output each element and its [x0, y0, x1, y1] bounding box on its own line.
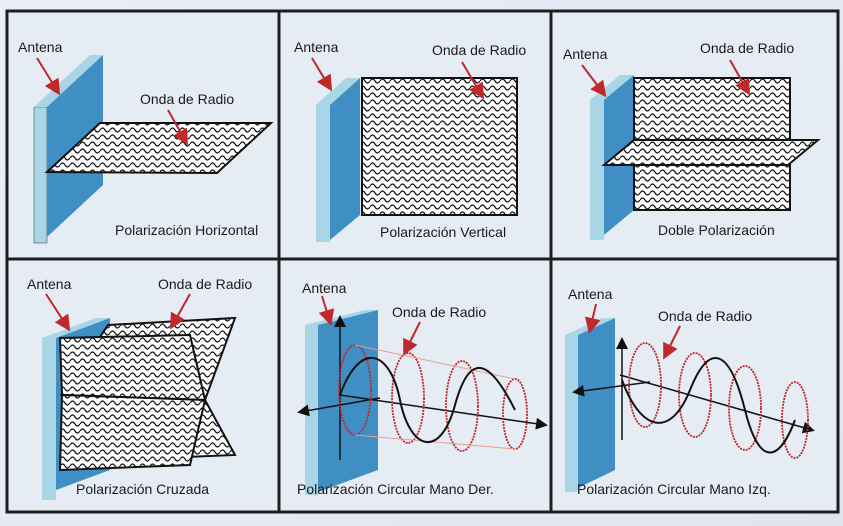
antenna-label: Antena — [568, 286, 613, 302]
wave-label: Onda de Radio — [658, 308, 753, 324]
wave-label: Onda de Radio — [432, 42, 527, 58]
wave-label: Onda de Radio — [392, 304, 487, 320]
antenna-label: Antena — [27, 276, 72, 292]
panel-title: Polarización Vertical — [380, 224, 507, 240]
panel-title: Polarización Circular Mano Izq. — [577, 481, 771, 497]
wave-label: Onda de Radio — [158, 276, 253, 292]
antenna-label: Antena — [18, 39, 63, 55]
antenna-label: Antena — [294, 39, 339, 55]
antenna-label: Antena — [302, 280, 347, 296]
panel-horizontal-graphic — [33, 55, 274, 244]
wave-label: Onda de Radio — [140, 91, 235, 107]
panel-title: Doble Polarización — [658, 222, 775, 238]
panel-title: Polarización Horizontal — [115, 222, 259, 238]
panel-circular-left-graphic — [565, 303, 815, 492]
panel-dual-graphic — [581, 59, 821, 240]
wave-label: Onda de Radio — [700, 40, 795, 56]
panel-title: Polarización Cruzada — [76, 481, 210, 497]
panel-circular-right-graphic — [297, 295, 548, 495]
panel-crossed-graphic — [42, 293, 237, 500]
panel-title: Polarización Circular Mano Der. — [297, 481, 494, 497]
antenna-label: Antena — [563, 46, 608, 62]
panel-vertical-graphic — [311, 57, 518, 242]
